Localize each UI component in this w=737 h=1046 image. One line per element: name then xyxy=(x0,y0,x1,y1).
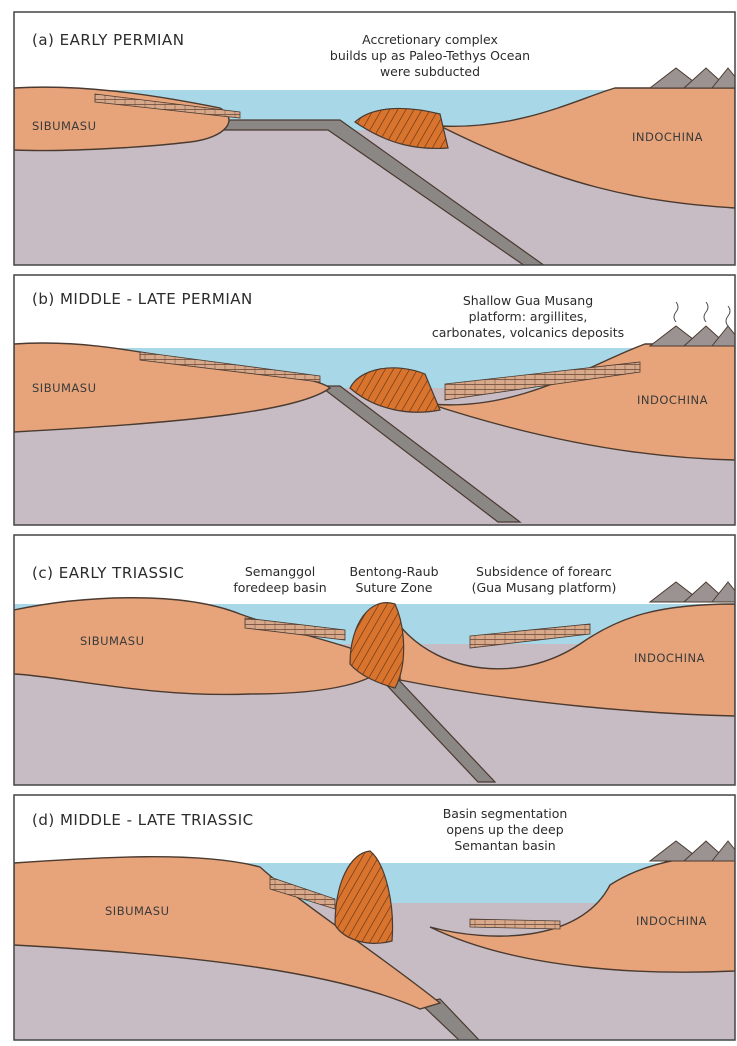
panel-b: (b) MIDDLE - LATE PERMIAN Shallow Gua Mus… xyxy=(14,275,737,525)
annotation-line: Accretionary complex xyxy=(362,32,498,47)
plate-label-west: SIBUMASU xyxy=(105,904,170,918)
plate-label-east: INDOCHINA xyxy=(636,914,707,928)
panel-title: (c) EARLY TRIASSIC xyxy=(32,564,184,582)
panel-title: (d) MIDDLE - LATE TRIASSIC xyxy=(32,811,254,829)
annotation-line: Suture Zone xyxy=(355,580,432,595)
sediment-layer xyxy=(470,919,560,929)
panel-title: (b) MIDDLE - LATE PERMIAN xyxy=(32,290,253,308)
annotation-line: carbonates, volcanics deposits xyxy=(432,325,624,340)
annotation-line: Bentong-Raub xyxy=(349,564,438,579)
annotation-line: (Gua Musang platform) xyxy=(472,580,617,595)
plate-label-east: INDOCHINA xyxy=(634,651,705,665)
annotation-line: Basin segmentation xyxy=(443,806,568,821)
annotation-line: platform: argillites, xyxy=(469,309,588,324)
plate-label-west: SIBUMASU xyxy=(32,381,97,395)
plate-label-west: SIBUMASU xyxy=(32,119,97,133)
annotation-line: Subsidence of forearc xyxy=(476,564,612,579)
cross-section xyxy=(14,795,737,1041)
annotation-line: were subducted xyxy=(380,64,480,79)
panel-d: (d) MIDDLE - LATE TRIASSIC Basin segmenta… xyxy=(14,795,737,1041)
panel-title: (a) EARLY PERMIAN xyxy=(32,31,184,49)
plate-label-east: INDOCHINA xyxy=(637,393,708,407)
panel-a: (a) EARLY PERMIAN Accretionary complexbui… xyxy=(14,12,737,266)
annotation-line: builds up as Paleo-Tethys Ocean xyxy=(330,48,530,63)
annotation-line: opens up the deep xyxy=(446,822,563,837)
annotation-line: foredeep basin xyxy=(233,580,326,595)
annotation-line: Semanggol xyxy=(245,564,315,579)
cross-section xyxy=(14,275,737,525)
annotation-line: Shallow Gua Musang xyxy=(463,293,593,308)
annotation-line: Semantan basin xyxy=(454,838,555,853)
plate-label-west: SIBUMASU xyxy=(80,634,145,648)
plate-label-east: INDOCHINA xyxy=(632,130,703,144)
